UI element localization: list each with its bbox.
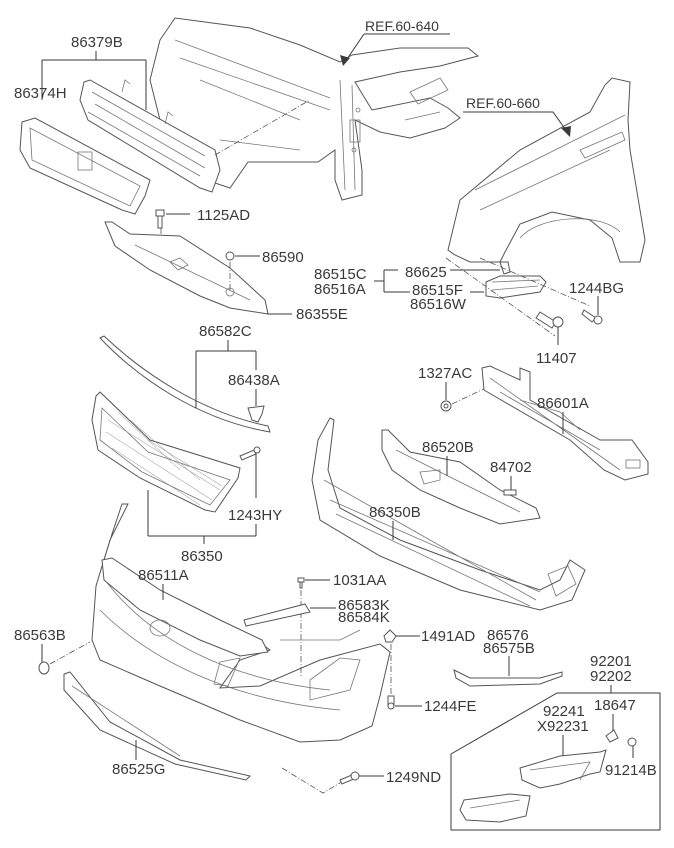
part-label-86350[interactable]: 86350 — [181, 548, 223, 565]
part-label-86590[interactable]: 86590 — [262, 249, 304, 266]
part-label-92202[interactable]: 92202 — [590, 668, 632, 685]
part-label-X92231[interactable]: X92231 — [537, 718, 589, 735]
bolt-1125AD: 1125AD — [155, 207, 250, 268]
part-label-1327AC[interactable]: 1327AC — [418, 365, 472, 382]
part-label-86582C[interactable]: 86582C — [199, 323, 252, 340]
part-label-86438A[interactable]: 86438A — [228, 372, 280, 389]
part-label-86576[interactable]: 86576 — [487, 627, 529, 644]
bolt-1244FE: 1244FE — [387, 695, 477, 715]
callout-86582C: 86582C 86438A — [195, 323, 280, 408]
fog-lamp-group: 92201 92202 92241 X92231 18647 91214B — [450, 653, 661, 831]
part-label-86583K[interactable]: 86583K — [338, 597, 390, 614]
part-label-1491AD[interactable]: 1491AD — [421, 628, 475, 645]
lower-grille — [311, 417, 586, 611]
bracket-86515F — [485, 261, 547, 299]
part-label-86520B[interactable]: 86520B — [422, 439, 474, 456]
callout-86350: 86350 — [147, 490, 257, 565]
cap-91214B — [627, 737, 637, 747]
part-label-86584K[interactable]: 86584K — [338, 609, 390, 626]
clip-86625 — [499, 261, 511, 275]
part-label-86575B[interactable]: 86575B — [483, 640, 535, 657]
radiator-grille-inner — [79, 79, 221, 193]
callout-86511A: 86511A — [138, 567, 189, 600]
part-label-84702[interactable]: 84702 — [490, 459, 532, 476]
guide-line — [214, 99, 311, 156]
part-label-86379B[interactable]: 86379B — [71, 34, 123, 51]
callout-86374H: 86374H — [14, 85, 67, 102]
bracket-86583K: 86583K 86584K — [243, 597, 390, 627]
part-label-86516A[interactable]: 86516A — [314, 281, 366, 298]
part-label-86601A[interactable]: 86601A — [537, 395, 589, 412]
part-label-92201[interactable]: 92201 — [590, 653, 632, 670]
front-fender — [447, 77, 646, 263]
part-label-86515F[interactable]: 86515F — [412, 282, 463, 299]
part-label-86525G[interactable]: 86525G — [112, 761, 165, 778]
cap-86563B: 86563B — [14, 627, 91, 675]
part-label-86511A[interactable]: 86511A — [138, 567, 189, 584]
ref-60-640-callout: REF.60-640 — [340, 18, 450, 66]
clip-86590: 86590 — [225, 249, 304, 290]
part-label-1249ND[interactable]: 1249ND — [386, 769, 441, 786]
part-label-86355E[interactable]: 86355E — [296, 306, 348, 323]
clip-1491AD: 1491AD — [383, 628, 475, 700]
part-label-18647[interactable]: 18647 — [594, 697, 636, 714]
part-label-86563B[interactable]: 86563B — [14, 627, 66, 644]
part-label-1125AD[interactable]: 1125AD — [197, 207, 250, 224]
callout-86515C-group: 86515C 86516A 86625 86515F 86516W — [314, 264, 500, 313]
radiator-support-panel — [149, 17, 480, 201]
nut-1327AC: 1327AC — [418, 365, 491, 412]
callout-86350B: 86350B — [369, 504, 421, 540]
fog-lamp-box-outline — [450, 692, 661, 831]
screw-1031AA: 1031AA — [297, 572, 386, 676]
bumper-beam — [481, 365, 649, 481]
grille-molding — [99, 335, 271, 433]
screw-1249ND: 1249ND — [281, 767, 441, 794]
guide-line — [445, 257, 556, 337]
garnish-86576: 86576 86575B — [453, 627, 563, 687]
front-grille-mesh — [91, 391, 241, 513]
part-label-1243HY[interactable]: 1243HY — [228, 507, 282, 524]
callout-86379B: 86379B — [41, 34, 147, 110]
screw-11407: 11407 — [535, 311, 577, 367]
part-label-86515C[interactable]: 86515C — [314, 266, 367, 283]
callout-86601A: 86601A — [537, 395, 589, 434]
lower-lip-86525G: 86525G — [63, 671, 251, 781]
grille-cover-panel — [104, 221, 269, 315]
part-label-1244BG[interactable]: 1244BG — [569, 280, 624, 297]
callout-86520B: 86520B — [422, 439, 474, 476]
screw-1243HY: 1243HY — [228, 446, 282, 524]
part-label-86625[interactable]: 86625 — [405, 264, 447, 281]
ref-60-660-callout: REF.60-660 — [463, 95, 571, 137]
part-label-1031AA[interactable]: 1031AA — [333, 572, 386, 589]
bulb-18647 — [605, 729, 619, 743]
guide-line — [479, 257, 591, 307]
ref-60-660-label[interactable]: REF.60-660 — [466, 95, 540, 111]
part-label-86374H[interactable]: 86374H — [14, 85, 67, 102]
part-label-86516W[interactable]: 86516W — [410, 296, 467, 313]
grille-frame-86511A — [101, 557, 269, 687]
part-label-86350B[interactable]: 86350B — [369, 504, 421, 521]
ref-60-640-label[interactable]: REF.60-640 — [365, 18, 439, 34]
energy-absorber — [381, 429, 541, 525]
bolt-1244BG: 1244BG — [569, 280, 624, 325]
part-label-91214B[interactable]: 91214B — [605, 762, 657, 779]
part-label-11407[interactable]: 11407 — [536, 350, 577, 367]
part-label-92241[interactable]: 92241 — [543, 703, 585, 720]
callout-86355E: 86355E — [268, 306, 348, 323]
part-label-1244FE[interactable]: 1244FE — [424, 698, 477, 715]
clip-86438A — [247, 405, 265, 423]
radiator-grille-outer — [19, 117, 151, 215]
label-84702: 84702 — [490, 459, 532, 496]
